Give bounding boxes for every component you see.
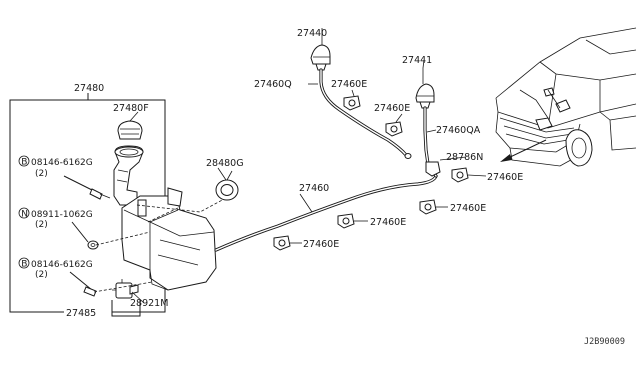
label-27441: 27441 [402, 55, 432, 66]
filler-cap-part [117, 120, 143, 140]
bolt-qty-lower: (2) [35, 270, 48, 280]
label-28786n: 28786N [446, 152, 483, 163]
bolt-part-number-lower: 08146-6162G [31, 260, 93, 270]
pump-bracket-box [111, 300, 141, 317]
nut-middle [71, 221, 99, 250]
label-27460: 27460 [299, 183, 329, 194]
bolt-qty-upper: (2) [35, 169, 48, 179]
bolt-symbol-lower: B [21, 259, 27, 269]
label-28480g: 28480G [206, 158, 244, 169]
label-27480: 27480 [74, 83, 104, 94]
main-washer-hose [214, 174, 438, 252]
location-arrow [500, 139, 547, 162]
label-27460e-e: 27460E [370, 217, 406, 228]
right-nozzle-part [415, 68, 435, 109]
tank-locator-dashes [93, 197, 227, 293]
left-nozzle-part [310, 40, 331, 71]
label-27460e-c: 27460E [487, 172, 523, 183]
left-nozzle-hose [308, 68, 412, 159]
diagram-reference-code: J2B90009 [584, 337, 625, 347]
vehicle-front-sketch [495, 27, 637, 167]
hose-clip-b [385, 113, 403, 137]
hose-joint-part [425, 156, 467, 177]
grommet-part [215, 170, 239, 201]
hose-clip-a [343, 89, 361, 111]
label-27480f: 27480F [113, 103, 149, 114]
label-27460qa: 27460QA [436, 125, 481, 136]
hose-clip-e [337, 213, 368, 229]
label-27460e-f: 27460E [303, 239, 339, 250]
nut-symbol: N [21, 209, 28, 219]
bolt-part-number-upper: 08146-6162G [31, 158, 93, 168]
leader-lines [129, 28, 437, 304]
label-27460e-b: 27460E [374, 103, 410, 114]
nut-callout: N 08911-1062G (2) [18, 207, 93, 230]
bolt-upper [63, 175, 111, 200]
label-27440: 27440 [297, 28, 327, 39]
label-27460e-d: 27460E [450, 203, 486, 214]
label-28921m: 28921M [130, 298, 168, 309]
nut-part-number: 08911-1062G [31, 210, 93, 220]
label-27460q: 27460Q [254, 79, 292, 90]
hose-clip-f [273, 235, 302, 251]
hose-clip-d [419, 199, 448, 215]
bolt-symbol-upper: B [21, 157, 27, 167]
washer-pump-part [112, 279, 139, 299]
hose-clip-c [451, 167, 487, 183]
bolt-callout-lower: B 08146-6162G (2) [18, 257, 93, 280]
nut-qty: (2) [35, 220, 48, 230]
washer-tank-part [121, 187, 217, 291]
filler-neck-part [113, 145, 144, 206]
bolt-lower [69, 271, 97, 297]
label-27485: 27485 [66, 308, 96, 319]
label-27460e-a: 27460E [331, 79, 367, 90]
bolt-callout-upper: B 08146-6162G (2) [18, 155, 93, 179]
